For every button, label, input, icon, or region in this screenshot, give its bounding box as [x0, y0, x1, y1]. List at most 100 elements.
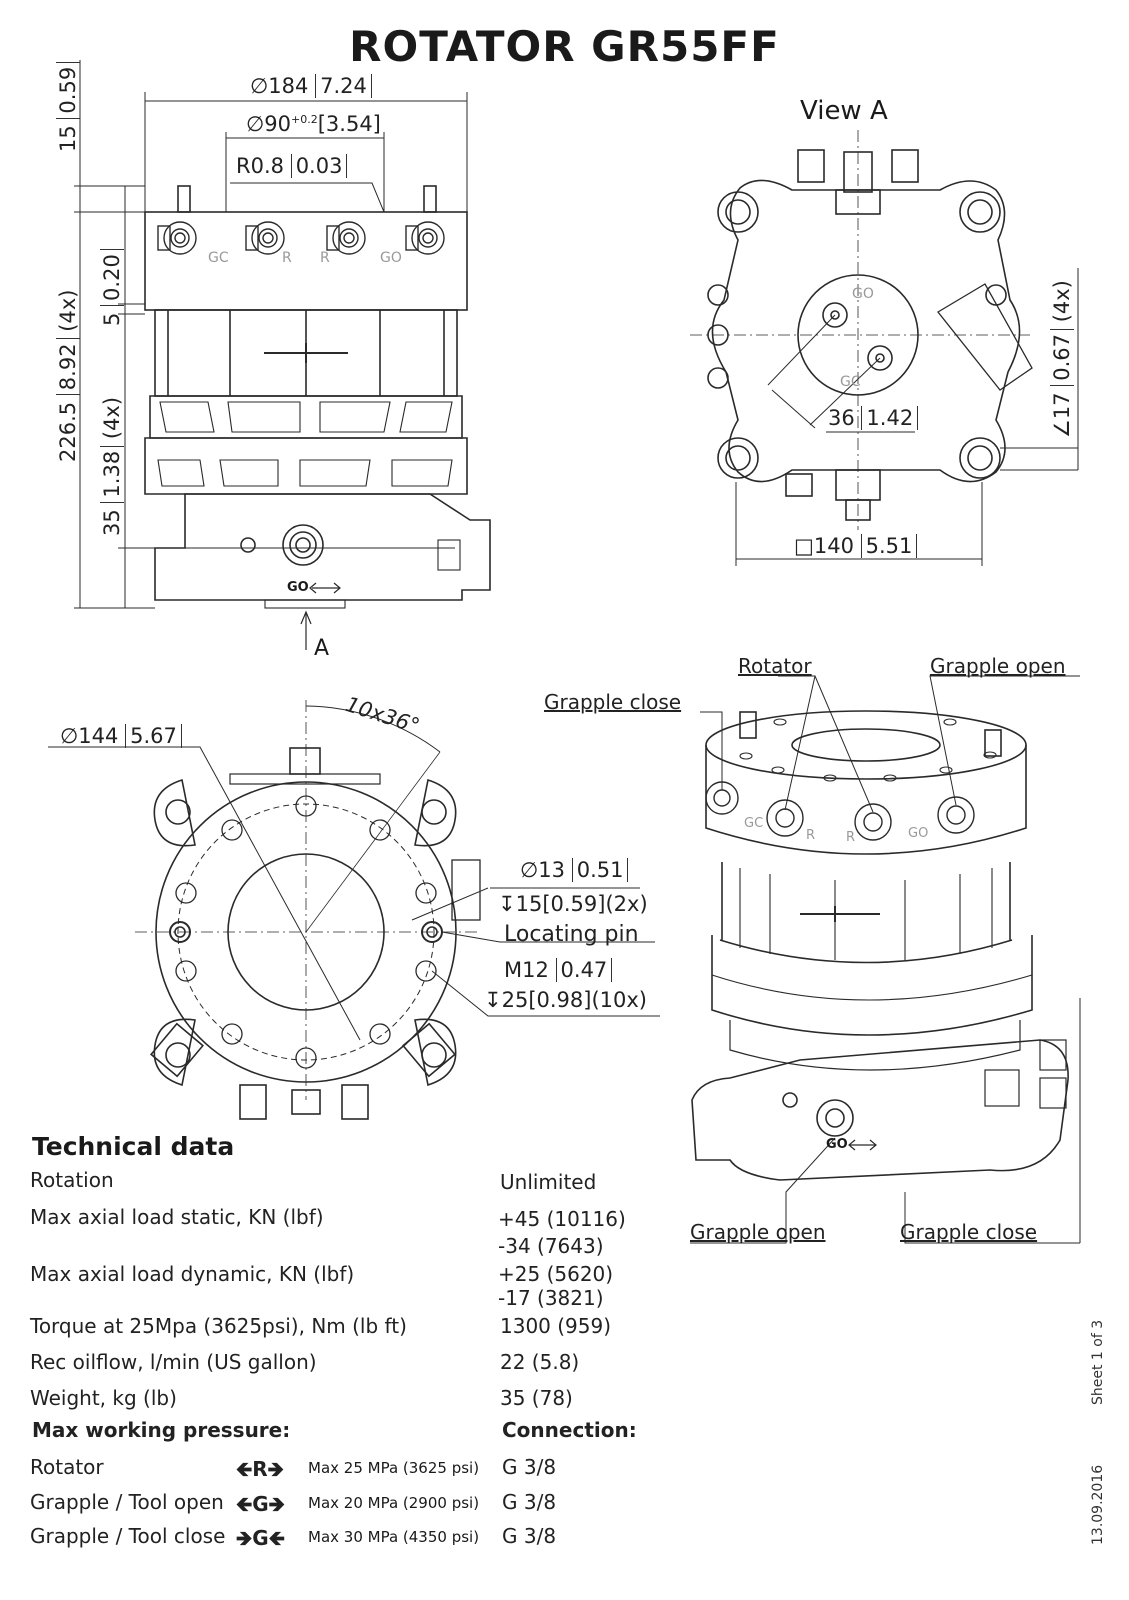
connection-heading: Connection:	[502, 1418, 637, 1442]
dim-h15: 15 0.59	[56, 61, 80, 152]
port-label-r2: R	[320, 250, 330, 266]
dim-h35-in: 1.38	[100, 445, 124, 503]
tech-label-0: Rotation	[30, 1168, 114, 1192]
dim-m12-mm: M12	[504, 958, 549, 982]
iso-view-drawing	[690, 675, 1081, 1244]
view-a-port-go: GO	[852, 286, 874, 302]
callout-grapple-open-top: Grapple open	[930, 654, 1066, 678]
pressure-value-close: Max 30 MPa (4350 psi)	[308, 1528, 480, 1546]
dim-17: ∠17 0.67 (4x)	[1050, 280, 1074, 438]
pressure-symbol-open: 🡸G🡺	[236, 1492, 285, 1516]
dim-r08-mm: R0.8	[236, 154, 284, 178]
drawing-date: 13.09.2016	[1090, 1464, 1106, 1545]
dim-dia-90-tol: +0.2	[291, 113, 318, 126]
pressure-label-rotator: Rotator	[30, 1455, 104, 1479]
dim-h226-mm: 226.5	[56, 401, 80, 462]
iso-port-r2: R	[846, 830, 856, 845]
dim-m12: M12 0.47	[504, 958, 613, 982]
tech-value-3: 1300 (959)	[500, 1314, 612, 1338]
dim-dia-144-in: 5.67	[125, 724, 182, 748]
tech-label-5: Weight, kg (lb)	[30, 1386, 177, 1410]
iso-port-r1: R	[806, 828, 816, 843]
iso-port-gc: GC	[744, 816, 764, 831]
view-a-drawing	[690, 130, 1079, 566]
drawing-title: ROTATOR GR55FF	[349, 22, 780, 71]
dim-17-mm: ∠17	[1050, 392, 1074, 438]
pressure-symbol-close: 🡺G🡸	[236, 1526, 285, 1550]
dim-36-mm: 36	[828, 406, 855, 430]
port-label-r1: R	[282, 250, 292, 266]
view-a-port-gc: GC	[840, 374, 861, 390]
dim-r08: R0.8 0.03	[236, 154, 348, 178]
locating-pin-label: Locating pin	[504, 922, 639, 947]
dim-h226-qty: (4x)	[56, 289, 80, 332]
connection-rotator: G 3/8	[502, 1455, 557, 1479]
dim-h35-mm: 35	[100, 509, 124, 536]
tech-value-4: 22 (5.8)	[500, 1350, 580, 1374]
technical-data-heading: Technical data	[32, 1132, 235, 1161]
dim-sq140: □140 5.51	[794, 534, 918, 558]
dim-dia-13-mm: ∅13	[520, 858, 566, 882]
connection-open: G 3/8	[502, 1490, 557, 1514]
pressure-heading: Max working pressure:	[32, 1418, 291, 1442]
tech-label-3: Torque at 25Mpa (3625psi), Nm (lb ft)	[30, 1314, 407, 1338]
pressure-value-rotator: Max 25 MPa (3625 psi)	[308, 1459, 480, 1477]
sheet-number: Sheet 1 of 3	[1090, 1319, 1106, 1405]
pressure-label-close: Grapple / Tool close	[30, 1524, 226, 1548]
tech-label-1: Max axial load static, KN (lbf)	[30, 1205, 324, 1229]
pressure-label-open: Grapple / Tool open	[30, 1490, 224, 1514]
dim-17-in: 0.67	[1050, 328, 1074, 386]
dim-h5-in: 0.20	[100, 249, 124, 306]
tech-value-1: +45 (10116)	[498, 1207, 626, 1231]
dim-m12-in: 0.47	[555, 958, 613, 982]
dim-dia-144-mm: ∅144	[60, 724, 119, 748]
dim-depth-15: ↧15[0.59](2x)	[498, 892, 648, 916]
dim-36-in: 1.42	[861, 406, 919, 430]
dim-17-qty: (4x)	[1050, 280, 1074, 323]
dim-depth-25: ↧25[0.98](10x)	[484, 988, 647, 1012]
tech-value-1b: -34 (7643)	[498, 1234, 604, 1258]
bottom-view-drawing	[48, 700, 660, 1120]
pressure-value-open: Max 20 MPa (2900 psi)	[308, 1494, 480, 1512]
dim-h15-mm: 15	[56, 125, 80, 152]
dim-dia-184-in: 7.24	[315, 74, 372, 98]
iso-go-arrow-label: GO	[826, 1137, 848, 1152]
port-label-go: GO	[380, 250, 402, 266]
dim-h5: 5 0.20	[100, 249, 124, 326]
tech-value-2b: -17 (3821)	[498, 1286, 604, 1310]
dim-dia-90: ∅90+0.2[3.54]	[246, 112, 381, 136]
callout-grapple-close-top: Grapple close	[544, 690, 682, 714]
tech-value-5: 35 (78)	[500, 1386, 573, 1410]
tech-label-4: Rec oilflow, l/min (US gallon)	[30, 1350, 317, 1374]
tech-value-0: Unlimited	[500, 1170, 597, 1194]
view-a-title: View A	[800, 96, 888, 126]
callout-grapple-close-bottom: Grapple close	[900, 1220, 1038, 1244]
dim-h5-mm: 5	[100, 312, 124, 326]
tech-value-2: +25 (5620)	[498, 1262, 614, 1286]
tech-label-2: Max axial load dynamic, KN (lbf)	[30, 1262, 355, 1286]
dim-h226: 226.5 8.92 (4x)	[56, 290, 80, 462]
dim-dia-90-mm: ∅90	[246, 112, 292, 136]
dim-36: 36 1.42	[828, 406, 919, 430]
dim-dia-90-in: [3.54]	[317, 112, 381, 136]
dim-dia-13: ∅13 0.51	[520, 858, 629, 882]
go-arrow-label: GO	[287, 580, 309, 595]
front-view	[74, 60, 491, 650]
connection-close: G 3/8	[502, 1524, 557, 1548]
dim-dia-184-mm: ∅184	[250, 74, 309, 98]
dim-dia-13-in: 0.51	[571, 858, 629, 882]
dim-h15-in: 0.59	[56, 61, 80, 119]
dim-sq140-mm: □140	[794, 534, 854, 558]
iso-port-go: GO	[908, 826, 929, 841]
callout-grapple-open-bottom: Grapple open	[690, 1220, 826, 1244]
dim-h35-qty: (4x)	[100, 396, 124, 440]
dim-dia-184: ∅184 7.24	[250, 74, 372, 98]
dim-dia-144: ∅144 5.67	[60, 724, 182, 748]
pressure-symbol-rotator: 🡸R🡺	[236, 1457, 284, 1481]
dim-h35: 35 1.38 (4x)	[100, 397, 124, 536]
dim-sq140-in: 5.51	[860, 534, 918, 558]
dim-h226-in: 8.92	[56, 338, 80, 396]
callout-rotator: Rotator	[738, 654, 812, 678]
port-label-gc: GC	[208, 250, 229, 266]
